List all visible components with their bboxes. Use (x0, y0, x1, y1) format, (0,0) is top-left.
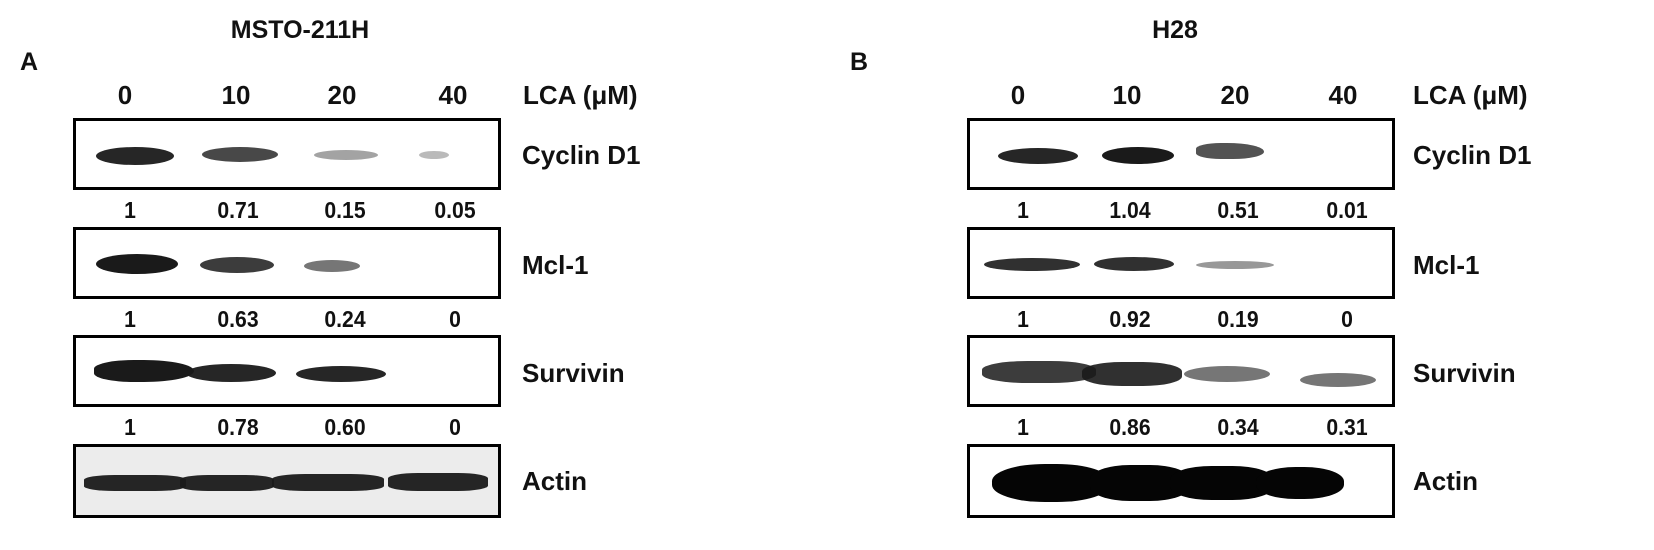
relative-level: 0.31 (1326, 414, 1368, 440)
relative-level: 0.01 (1326, 197, 1368, 223)
blot-actin (73, 444, 501, 518)
protein-label: Cyclin D1 (522, 140, 641, 170)
treatment-label: LCA (μM) (1413, 80, 1528, 110)
band (186, 364, 276, 382)
band (272, 474, 384, 491)
protein-label: Mcl-1 (1413, 250, 1480, 280)
panel-letter: A (20, 48, 39, 76)
relative-level: 1 (1017, 306, 1029, 332)
relative-level: 0.51 (1217, 197, 1259, 223)
panel-letter: B (850, 48, 869, 76)
relative-level: 1 (1017, 197, 1029, 223)
band (202, 147, 278, 162)
relative-level: 1 (124, 197, 136, 223)
blot-survivin (73, 335, 501, 407)
band (982, 361, 1096, 383)
dose-label: 0 (117, 80, 133, 110)
blot-cyclin-d1 (967, 118, 1395, 190)
band (296, 366, 386, 382)
relative-level: 0.63 (217, 306, 259, 332)
band (94, 360, 194, 382)
relative-level: 0.24 (324, 306, 366, 332)
relative-level: 0.86 (1109, 414, 1151, 440)
band (1102, 147, 1174, 164)
relative-level: 1 (1017, 414, 1029, 440)
band (998, 148, 1078, 164)
protein-label: Actin (522, 466, 587, 496)
relative-level: 1 (124, 414, 136, 440)
relative-level: 0.92 (1109, 306, 1151, 332)
protein-label: Survivin (1413, 358, 1516, 388)
band (96, 254, 178, 274)
band (1196, 143, 1264, 159)
band (84, 475, 186, 491)
relative-level: 0 (1341, 306, 1353, 332)
dose-label: 20 (1220, 80, 1250, 110)
blot-actin (967, 444, 1395, 518)
band (388, 473, 488, 491)
band (96, 147, 174, 165)
blot-cyclin-d1 (73, 118, 501, 190)
relative-level: 0.34 (1217, 414, 1259, 440)
relative-level: 0.19 (1217, 306, 1259, 332)
relative-level: 0.05 (434, 197, 476, 223)
band (1256, 467, 1344, 499)
cell-line-title: MSTO-211H (230, 16, 370, 44)
band (200, 257, 274, 273)
blot-mcl-1 (967, 227, 1395, 299)
relative-level: 0 (449, 306, 461, 332)
relative-level: 0.71 (217, 197, 259, 223)
blot-mcl-1 (73, 227, 501, 299)
relative-level: 0.78 (217, 414, 259, 440)
band (1196, 261, 1274, 269)
dose-label: 40 (438, 80, 468, 110)
cell-line-title: H28 (1152, 16, 1198, 44)
band (1082, 362, 1182, 386)
band (984, 258, 1080, 271)
band (1300, 373, 1376, 387)
band (1094, 257, 1174, 271)
band (1184, 366, 1270, 382)
relative-level: 0 (449, 414, 461, 440)
treatment-label: LCA (μM) (523, 80, 638, 110)
relative-level: 0.15 (324, 197, 366, 223)
protein-label: Actin (1413, 466, 1478, 496)
band (304, 260, 360, 272)
protein-label: Survivin (522, 358, 625, 388)
dose-label: 40 (1328, 80, 1358, 110)
band (180, 475, 274, 491)
relative-level: 1.04 (1109, 197, 1151, 223)
band (419, 151, 449, 159)
relative-level: 0.60 (324, 414, 366, 440)
dose-label: 10 (1112, 80, 1142, 110)
relative-level: 1 (124, 306, 136, 332)
protein-label: Mcl-1 (522, 250, 589, 280)
band (314, 150, 378, 160)
dose-label: 10 (221, 80, 251, 110)
dose-label: 0 (1010, 80, 1026, 110)
dose-label: 20 (327, 80, 357, 110)
protein-label: Cyclin D1 (1413, 140, 1532, 170)
blot-survivin (967, 335, 1395, 407)
